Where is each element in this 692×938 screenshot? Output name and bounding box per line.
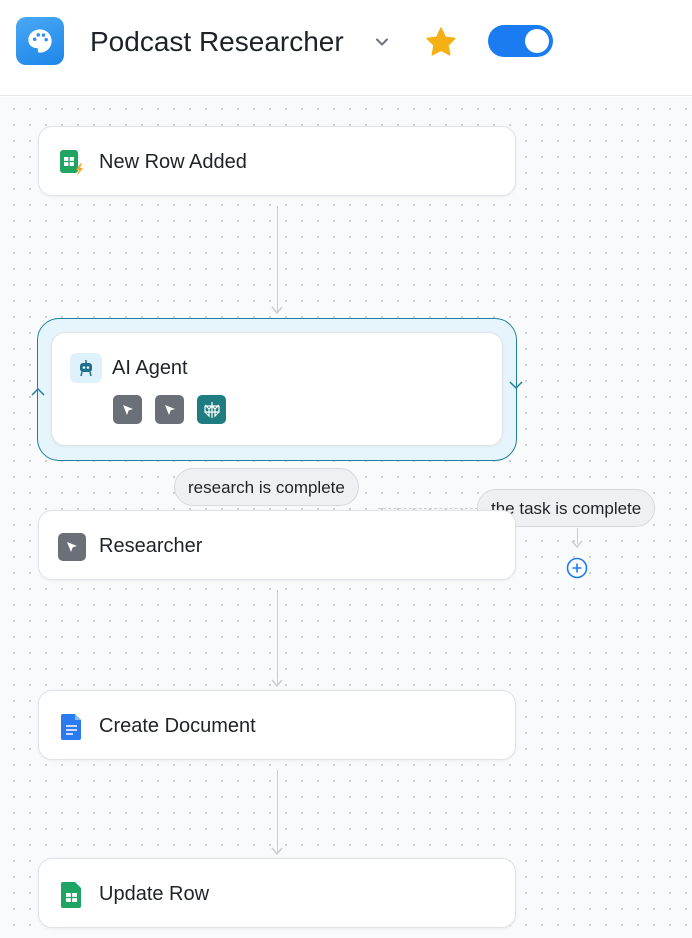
toggle-knob <box>525 29 549 53</box>
connector-line <box>277 770 278 852</box>
cursor-tool-icon[interactable] <box>113 395 142 424</box>
trigger-node[interactable]: New Row Added <box>38 126 516 196</box>
loop-arrow-up-icon <box>31 387 45 396</box>
ai-agent-node[interactable]: AI Agent <box>51 332 503 446</box>
update-row-node[interactable]: Update Row <box>38 858 516 928</box>
chevron-down-icon[interactable] <box>372 32 392 57</box>
page-title[interactable]: Podcast Researcher <box>90 26 344 57</box>
connector-line <box>277 206 278 312</box>
perplexity-icon[interactable] <box>197 395 226 424</box>
researcher-label: Researcher <box>99 535 203 557</box>
palette-icon[interactable] <box>16 17 64 65</box>
google-docs-icon <box>57 712 87 742</box>
enable-toggle[interactable] <box>488 25 553 57</box>
create-document-label: Create Document <box>99 715 256 737</box>
cursor-icon <box>57 532 87 562</box>
google-sheets-icon <box>57 880 87 910</box>
branch-label-research[interactable]: research is complete <box>174 468 359 506</box>
create-document-node[interactable]: Create Document <box>38 690 516 760</box>
star-icon[interactable] <box>424 26 458 63</box>
arrow-down-icon <box>271 679 283 688</box>
cursor-tool-icon[interactable] <box>155 395 184 424</box>
arrow-down-icon <box>571 540 583 549</box>
plus-circle-icon <box>566 557 588 579</box>
top-bar: Podcast Researcher <box>0 0 692 96</box>
trigger-label: New Row Added <box>99 151 247 173</box>
agent-label: AI Agent <box>112 357 188 379</box>
arrow-down-icon <box>271 847 283 856</box>
robot-icon <box>70 353 102 383</box>
connector-line <box>577 528 578 544</box>
researcher-node[interactable]: Researcher <box>38 510 516 580</box>
arrow-down-icon <box>271 306 283 315</box>
google-sheets-trigger-icon <box>57 148 87 178</box>
loop-arrow-down-icon <box>509 381 523 390</box>
update-row-label: Update Row <box>99 883 210 905</box>
add-step-button[interactable] <box>566 557 588 579</box>
branch-connector-dashed <box>378 508 478 509</box>
connector-line <box>277 590 278 684</box>
